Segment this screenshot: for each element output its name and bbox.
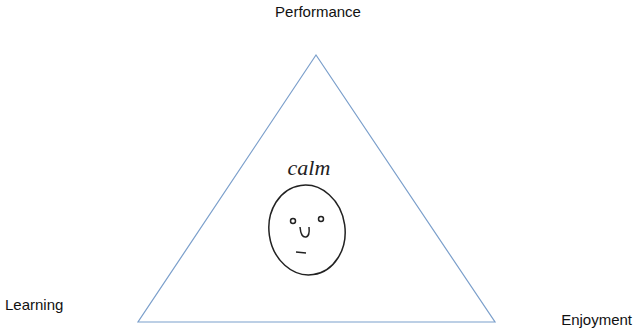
handwritten-note: calm	[288, 156, 331, 180]
triangle-outline	[138, 55, 495, 322]
vertex-label: Learning	[5, 296, 63, 314]
vertex-label: Enjoyment	[561, 311, 632, 329]
face-drawing	[263, 180, 351, 280]
vertex-label: Performance	[275, 3, 361, 21]
